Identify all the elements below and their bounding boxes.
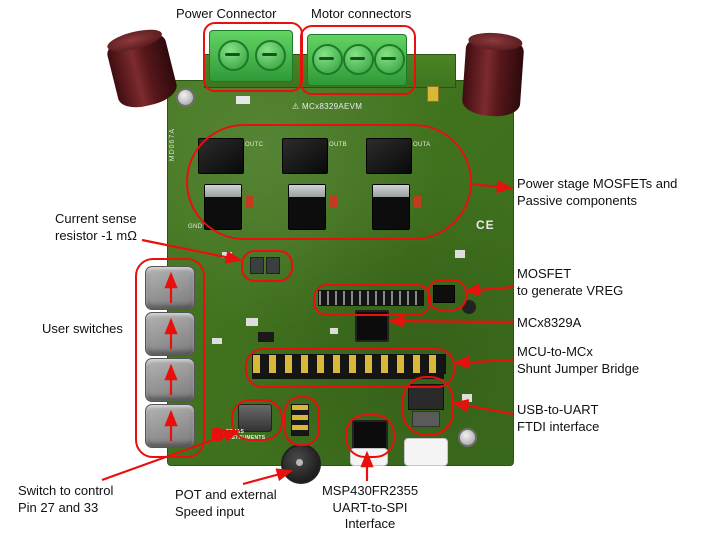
smd-component <box>246 318 258 326</box>
annotation-box-speed-input <box>284 396 320 446</box>
phase-label: OUTB <box>329 142 347 148</box>
smd-component <box>212 338 222 344</box>
label-mosfet-vreg: MOSFET to generate VREG <box>517 266 624 298</box>
screw-slot <box>225 53 240 56</box>
mounting-hole <box>458 428 477 447</box>
annotation-box-user-switches <box>135 258 205 458</box>
mosfet-tab <box>373 185 409 197</box>
annotation-box-power-stage <box>186 124 472 240</box>
screw-slot <box>350 57 365 60</box>
label-pot-input: POT and external Speed input <box>175 487 277 519</box>
smd-component <box>462 300 476 314</box>
terminal-screw <box>374 44 405 75</box>
annotation-box-usb-ftdi <box>402 376 454 436</box>
screw-slot <box>381 57 396 60</box>
label-motor-connectors: Motor connectors <box>311 6 412 21</box>
annotation-box-power-connector <box>203 22 303 92</box>
terminal-screw <box>312 44 343 75</box>
shunt-resistor <box>266 257 280 274</box>
label-power-connector: Power Connector <box>176 6 277 21</box>
gnd-silkscreen: GND <box>188 224 203 230</box>
label-current-sense: Current sense resistor -1 mΩ <box>55 211 137 243</box>
smd-component <box>462 394 472 402</box>
smd-resistor <box>246 196 253 208</box>
annotation-box-motor-connectors <box>300 25 416 95</box>
mosfet-tab <box>289 185 325 197</box>
smd-component <box>427 86 439 102</box>
label-user-switches: User switches <box>42 321 123 336</box>
screw-slot <box>319 57 334 60</box>
smd-component <box>258 332 274 342</box>
annotation-box-header-row <box>313 284 431 316</box>
smd-component <box>236 96 250 104</box>
power-terminal-block <box>209 30 293 82</box>
annotation-box-control-switch <box>231 399 283 441</box>
capacitor-top <box>105 25 165 56</box>
smd-resistor <box>330 196 337 208</box>
silkscreen-title-text: MCx8329AEVM <box>302 102 363 111</box>
jumper-base <box>252 373 444 379</box>
mosfet-high-side <box>282 138 328 174</box>
terminal-screw <box>343 44 374 75</box>
smd-component <box>222 252 232 258</box>
label-switch-control: Switch to control Pin 27 and 33 <box>18 483 114 515</box>
label-shunt-jumper: MCU-to-MCx Shunt Jumper Bridge <box>517 344 640 376</box>
ce-mark: CE <box>476 218 495 232</box>
annotation-box-vreg <box>427 279 467 311</box>
phase-label: OUTC <box>245 142 264 148</box>
usb-connector[interactable] <box>404 438 448 466</box>
smd-component <box>330 328 338 334</box>
warning-icon: ⚠ <box>292 102 300 111</box>
silkscreen-title: ⚠ MCx8329AEVM <box>292 102 362 111</box>
smd-component <box>455 250 465 258</box>
annotation-box-msp430 <box>345 414 395 458</box>
label-mcx8329a: MCx8329A <box>517 315 582 330</box>
potentiometer-center <box>296 459 303 466</box>
label-msp430: MSP430FR2355 UART-to-SPI Interface <box>321 483 419 532</box>
mosfet-low-side <box>372 184 410 230</box>
capacitor-top <box>467 31 524 52</box>
electrolytic-capacitor-right <box>461 31 525 118</box>
pin-header-row <box>318 290 424 306</box>
mosfet-high-side <box>366 138 412 174</box>
annotation-box-current-sense <box>241 250 293 282</box>
terminal-screw <box>255 40 286 71</box>
terminal-screw <box>218 40 249 71</box>
motor-terminal-block <box>307 34 407 86</box>
label-usb-uart: USB-to-UART FTDI interface <box>517 402 600 434</box>
label-power-stage: Power stage MOSFETs and Passive componen… <box>517 176 678 208</box>
screw-slot <box>262 53 277 56</box>
mosfet-low-side <box>288 184 326 230</box>
speed-input-header <box>291 404 309 436</box>
ti-logo-mark <box>212 428 223 441</box>
board-id-text: MD067A <box>169 128 176 162</box>
mounting-hole <box>176 88 195 107</box>
